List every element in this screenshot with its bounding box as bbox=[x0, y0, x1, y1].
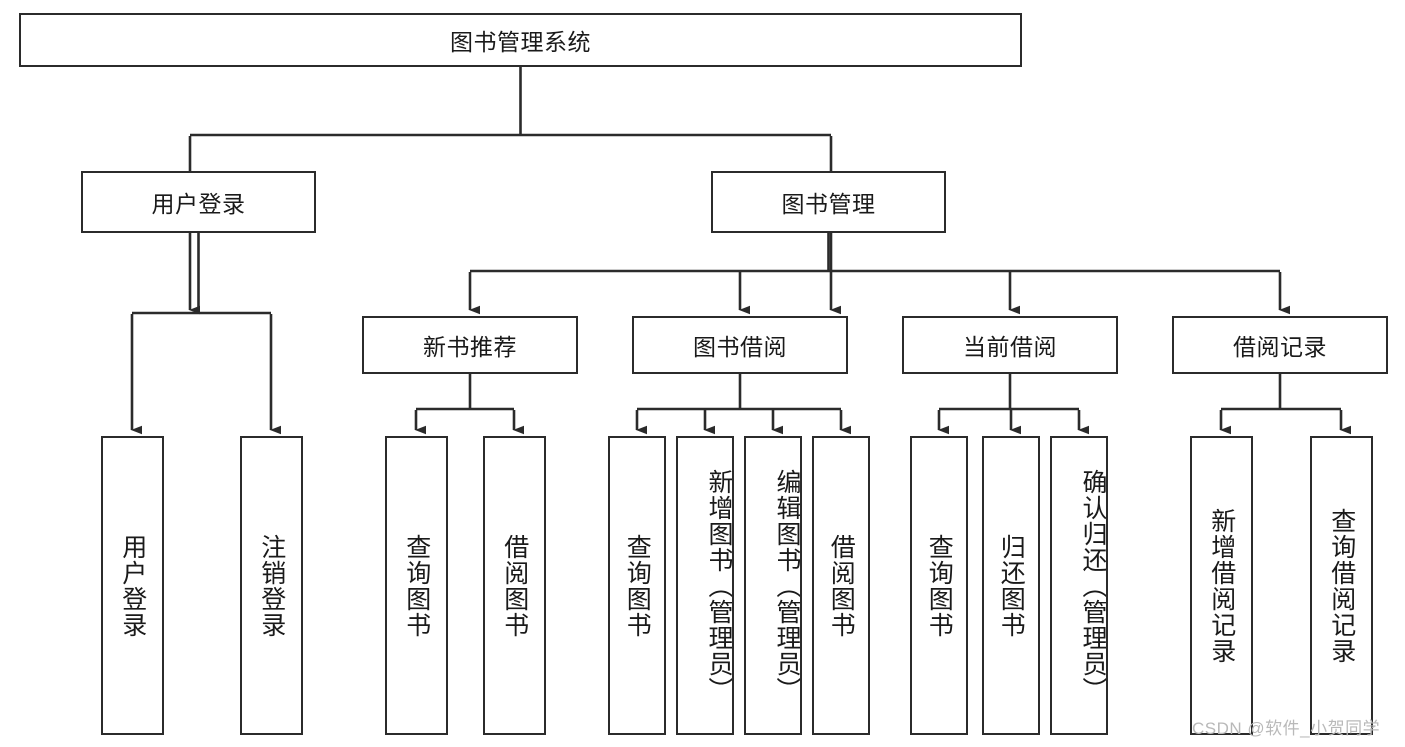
node-book-borrow[interactable]: 图书借阅 bbox=[632, 316, 848, 374]
leaf-add-borrow-record[interactable]: 新增借阅记录 bbox=[1190, 436, 1253, 735]
leaf-logout[interactable]: 注销登录 bbox=[240, 436, 303, 735]
edge-bookmanage-to-level3 bbox=[468, 233, 1290, 315]
node-current-borrow[interactable]: 当前借阅 bbox=[902, 316, 1118, 374]
leaf-query-book-recommend[interactable]: 查询图书 bbox=[385, 436, 448, 735]
edge-currentborrow-to-leaves bbox=[937, 374, 1089, 435]
edge-newbook-to-leaves bbox=[414, 374, 524, 435]
node-new-book-recommend[interactable]: 新书推荐 bbox=[362, 316, 578, 374]
leaf-borrow-book-recommend[interactable]: 借阅图书 bbox=[483, 436, 546, 735]
edge-userlogin-to-leaves bbox=[130, 233, 281, 435]
leaf-user-login[interactable]: 用户登录 bbox=[101, 436, 164, 735]
leaf-query-book-borrow[interactable]: 查询图书 bbox=[608, 436, 666, 735]
leaf-query-book-current[interactable]: 查询图书 bbox=[910, 436, 968, 735]
node-root-system[interactable]: 图书管理系统 bbox=[19, 13, 1022, 67]
leaf-query-borrow-record[interactable]: 查询借阅记录 bbox=[1310, 436, 1373, 735]
watermark-csdn: CSDN @软件_小贺同学 bbox=[1192, 719, 1381, 738]
leaf-return-book[interactable]: 归还图书 bbox=[982, 436, 1040, 735]
node-borrow-record[interactable]: 借阅记录 bbox=[1172, 316, 1388, 374]
node-book-management[interactable]: 图书管理 bbox=[711, 171, 946, 233]
node-user-login[interactable]: 用户登录 bbox=[81, 171, 316, 233]
edge-bookborrow-to-leaves bbox=[635, 374, 851, 435]
leaf-borrow-book[interactable]: 借阅图书 bbox=[812, 436, 870, 735]
leaf-confirm-return-admin[interactable]: 确认归还（管理员） bbox=[1050, 436, 1108, 735]
leaf-add-book-admin[interactable]: 新增图书（管理员） bbox=[676, 436, 734, 735]
leaf-edit-book-admin[interactable]: 编辑图书（管理员） bbox=[744, 436, 802, 735]
edge-borrowrecord-to-leaves bbox=[1219, 374, 1351, 435]
